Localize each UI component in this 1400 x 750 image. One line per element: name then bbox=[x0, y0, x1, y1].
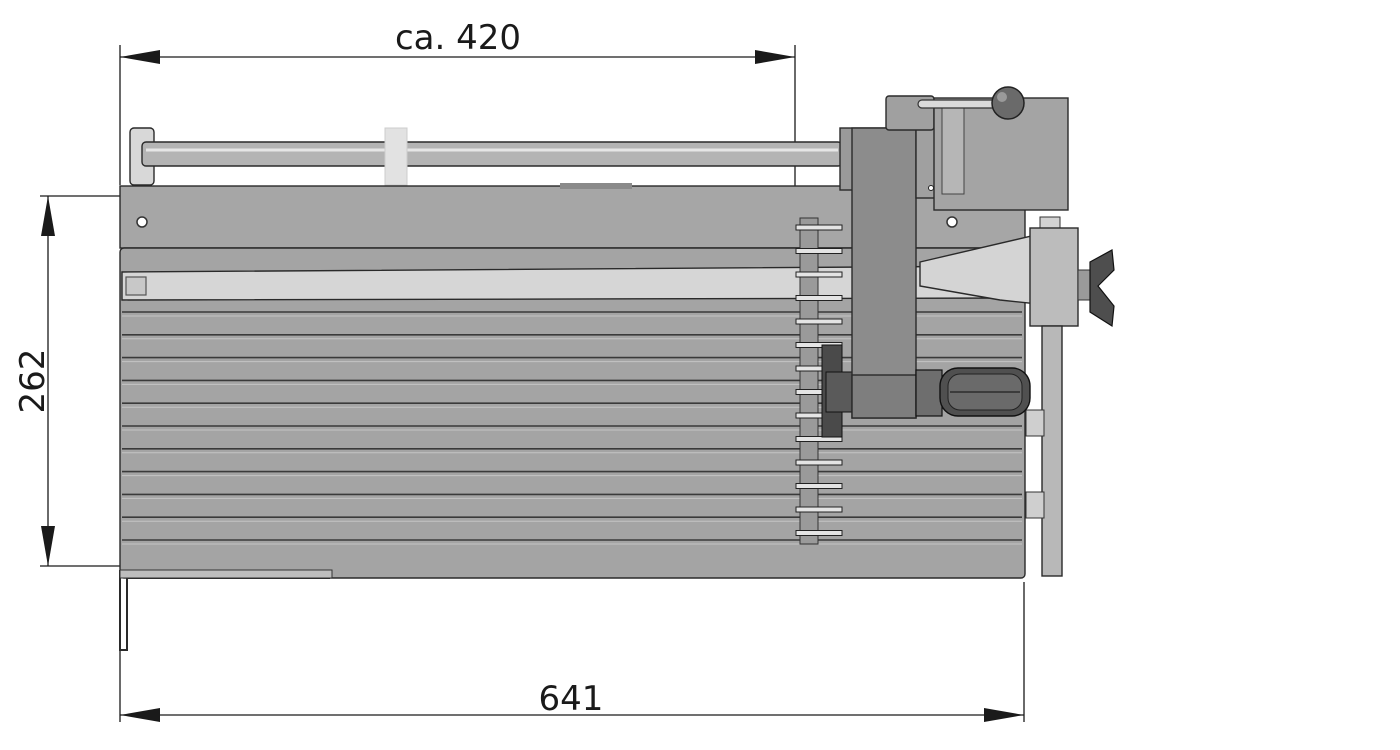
dimension-bottom: 641 bbox=[119, 582, 1025, 722]
carriage bbox=[839, 127, 943, 419]
scale-tick bbox=[795, 436, 843, 442]
scale-tick bbox=[795, 271, 843, 278]
ribbed-body bbox=[119, 247, 1026, 579]
arrow-top-left bbox=[120, 50, 160, 64]
lever-housing bbox=[885, 86, 1069, 211]
scale-tick bbox=[795, 483, 843, 489]
dimension-top: ca. 420 bbox=[119, 18, 796, 540]
arrow-top-right bbox=[755, 50, 795, 64]
scale-tick bbox=[795, 248, 843, 254]
machine bbox=[119, 86, 1115, 651]
arrow-bottom-left bbox=[120, 708, 160, 722]
guide-rod bbox=[129, 127, 843, 186]
arrow-left-top bbox=[41, 196, 55, 236]
handle bbox=[915, 367, 1031, 417]
wing-nut bbox=[1089, 249, 1115, 328]
scale-tick bbox=[795, 459, 843, 466]
scale-tick bbox=[795, 295, 843, 301]
dimension-left-label: 262 bbox=[13, 349, 53, 414]
clamp-arm bbox=[919, 216, 1115, 577]
scale-tick bbox=[795, 224, 843, 231]
arrow-bottom-right bbox=[984, 708, 1024, 722]
screw-right bbox=[946, 216, 958, 228]
dimension-left: 262 bbox=[13, 195, 125, 567]
dimension-top-label: ca. 420 bbox=[395, 18, 521, 58]
measuring-scale bbox=[795, 217, 843, 545]
scale-tick bbox=[795, 318, 843, 325]
arrow-left-bottom bbox=[41, 526, 55, 566]
scale-tick bbox=[795, 506, 843, 513]
screw-left bbox=[136, 216, 148, 228]
scale-tick bbox=[795, 530, 843, 536]
dimension-bottom-label: 641 bbox=[539, 679, 604, 719]
lever-knob bbox=[991, 86, 1025, 120]
